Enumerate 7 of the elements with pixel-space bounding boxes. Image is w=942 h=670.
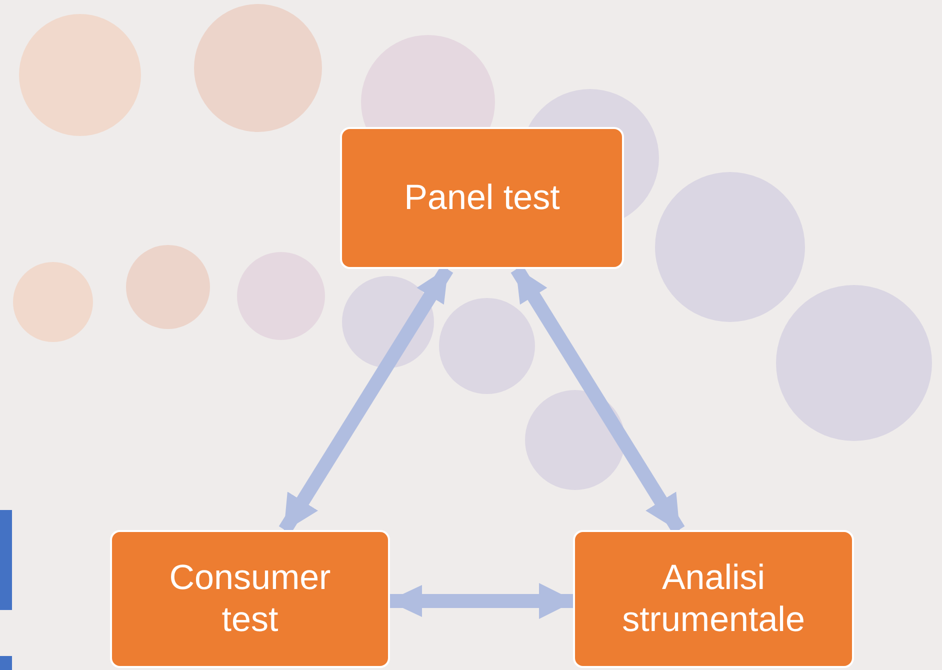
process-box [110,530,390,668]
process-box [573,530,854,668]
box-label: Panel test [404,177,560,219]
box-label: Consumer test [168,557,332,641]
process-box [340,127,624,269]
double-arrow [388,583,575,619]
box-label: Analisi strumentale [621,557,806,641]
